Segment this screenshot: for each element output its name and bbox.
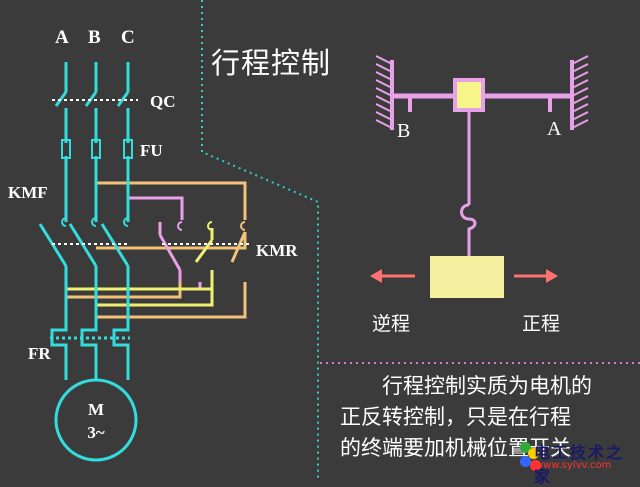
motor-name-label: M <box>87 400 105 419</box>
position-label-b: B <box>397 120 411 142</box>
load-block <box>430 256 504 298</box>
reverse-label: 逆程 <box>372 313 411 335</box>
fuses <box>61 139 133 159</box>
aux-wiring <box>64 228 214 307</box>
kmr-wiring <box>66 181 247 319</box>
description-line: 正反转控制，只是在行程 <box>340 405 571 429</box>
forward-arrow <box>514 269 558 283</box>
watermark: 电工技术之家 www.sylvv.com <box>440 438 640 486</box>
fu-label: FU <box>140 141 163 160</box>
left-wall-hatch <box>375 55 393 129</box>
page-title: 行程控制 <box>211 46 332 80</box>
watermark-url: www.sylvv.com <box>535 460 612 471</box>
description-line: 行程控制实质为电机的 <box>382 374 592 398</box>
hook <box>460 203 477 257</box>
position-label-a: A <box>547 118 562 140</box>
motor <box>54 378 138 462</box>
kmf-label: KMF <box>8 183 48 202</box>
motor-type-label: 3~ <box>87 423 105 442</box>
slider <box>453 78 485 112</box>
forward-label: 正程 <box>522 313 561 335</box>
phase-label-b: B <box>88 27 101 48</box>
kmf-contact-arcs <box>61 217 129 227</box>
right-wall-hatch <box>571 55 589 129</box>
qc-label: QC <box>150 92 176 111</box>
reverse-arrow <box>370 269 415 283</box>
kmr-contacts <box>177 221 183 231</box>
phase-label-a: A <box>55 27 69 48</box>
fr-label: FR <box>28 344 51 363</box>
phase-label-c: C <box>121 27 135 48</box>
kmr-label: KMR <box>256 241 298 260</box>
main-wires <box>38 62 130 380</box>
